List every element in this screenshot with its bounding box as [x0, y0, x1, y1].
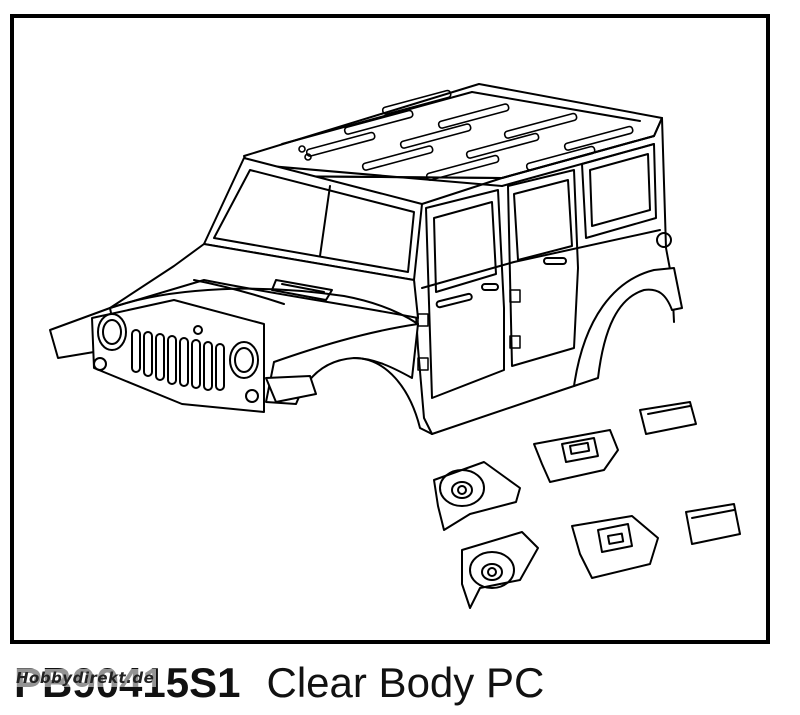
body-shell-illustration: [49, 83, 741, 609]
part-side-step-bottom: [685, 503, 741, 545]
part-mount-bracket-top: [533, 429, 619, 483]
part-mount-bracket-bottom: [571, 515, 659, 579]
rear-quarter-window: [581, 143, 657, 239]
product-description: Clear Body PC: [266, 659, 545, 706]
part-side-step-top: [639, 401, 697, 435]
part-shock-cup-1: [433, 461, 521, 531]
front-door: [425, 189, 505, 399]
roof-slots: [298, 89, 634, 181]
door-hinges: [417, 289, 521, 371]
grille: [91, 299, 265, 413]
part-shock-cup-2: [461, 531, 539, 609]
rear-fender: [573, 232, 683, 387]
illustration-frame: [10, 14, 770, 644]
hood: [109, 243, 419, 325]
watermark-text: Hobbydirekt.de: [14, 669, 157, 687]
